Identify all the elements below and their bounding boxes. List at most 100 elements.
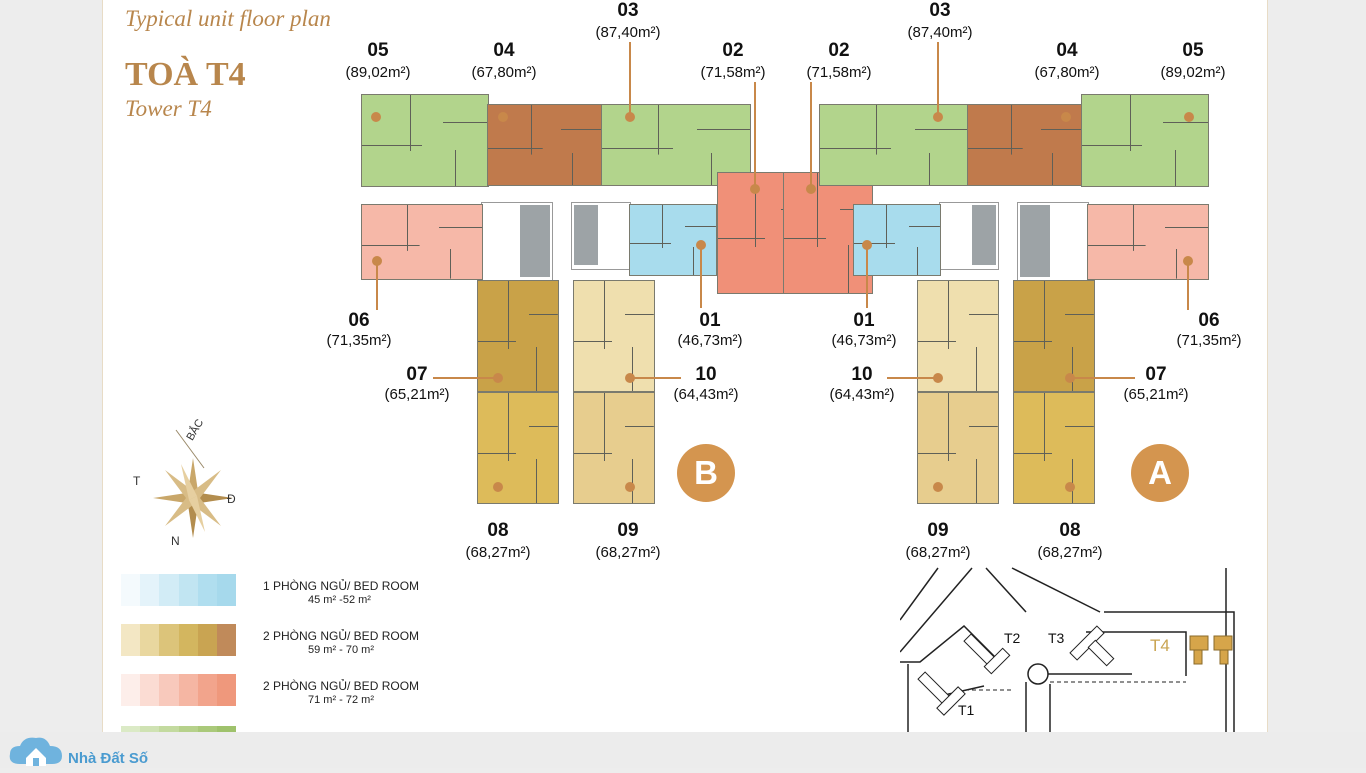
core-right [1017,202,1089,282]
legend-swatch-1br [121,574,237,606]
unit-03-a[interactable] [819,104,969,186]
unit-number-04-b: 04 [493,40,515,61]
page-title: TOÀ T4 [125,56,246,93]
footer-bar [0,732,1366,768]
wing-a-badge: A [1131,444,1189,502]
unit-09-a[interactable] [917,392,999,504]
marker-09-b [625,482,635,492]
unit-area-02-a: (71,58m²) [806,64,872,81]
leader-01-b [700,244,702,308]
marker-06-a [1183,256,1193,266]
unit-area-07-a: (65,21m²) [1123,386,1189,403]
unit-04-a[interactable] [967,104,1083,186]
unit-area-04-b: (67,80m²) [471,64,537,81]
legend-range-1br: 45 m² -52 m² [308,594,371,606]
marker-08-b [493,482,503,492]
unit-08-b[interactable] [477,392,559,504]
unit-number-07-b: 07 [406,364,428,385]
leader-03-a [937,42,939,116]
legend-label-2br-small: 2 PHÒNG NGỦ/ BED ROOM [263,629,420,643]
unit-area-09-b: (68,27m²) [595,544,661,561]
leader-02-b [754,82,756,188]
unit-number-09-b: 09 [617,520,639,541]
marker-07-b [493,373,503,383]
unit-area-08-b: (68,27m²) [465,544,531,561]
site-label-t1: T1 [958,702,975,718]
leader-01-a [866,244,868,308]
unit-06-a[interactable] [1087,204,1209,280]
marker-02-b [750,184,760,194]
unit-number-03-a: 03 [929,0,951,21]
watermark-logo [6,734,176,768]
unit-number-10-b: 10 [695,364,717,385]
watermark-text: Nhà Đất Số [68,750,149,767]
unit-area-05-b: (89,02m²) [345,64,411,81]
site-label-t2: T2 [1004,630,1021,646]
unit-number-06-b: 06 [348,310,370,331]
unit-area-03-a: (87,40m²) [907,24,973,41]
unit-10-b[interactable] [573,280,655,392]
unit-area-06-a: (71,35m²) [1176,332,1242,349]
legend-range-2br-large: 71 m² - 72 m² [308,694,375,706]
marker-06-b [372,256,382,266]
unit-number-01-b: 01 [699,310,721,331]
unit-09-b[interactable] [573,392,655,504]
subtitle: Typical unit floor plan [125,6,331,31]
unit-07-a[interactable] [1013,280,1095,392]
unit-number-06-a: 06 [1198,310,1220,331]
core-left-inner [571,202,631,270]
unit-number-03-b: 03 [617,0,639,21]
legend-label-2br-large: 2 PHÒNG NGỦ/ BED ROOM [263,679,420,693]
unit-area-04-a: (67,80m²) [1034,64,1100,81]
legend-range-2br-small: 59 m² - 70 m² [308,644,375,656]
unit-area-10-b: (64,43m²) [673,386,739,403]
marker-04-a [1061,112,1071,122]
unit-05-a[interactable] [1081,94,1209,187]
marker-09-a [933,482,943,492]
leader-06-b [376,260,378,310]
marker-08-a [1065,482,1075,492]
unit-number-04-a: 04 [1056,40,1078,61]
marker-05-a [1184,112,1194,122]
unit-area-06-b: (71,35m²) [326,332,392,349]
legend-swatch-2br-small [121,624,237,656]
site-label-t4: T4 [1150,636,1170,655]
compass-south-label: N [171,534,180,548]
unit-number-02-a: 02 [828,40,850,61]
marker-01-a [862,240,872,250]
core-left [481,202,553,282]
compass-rose: BẮC T Đ N [121,412,251,552]
leader-10-a [887,377,937,379]
unit-06-b[interactable] [361,204,483,280]
compass-west-label: T [133,474,141,488]
unit-area-02-b: (71,58m²) [700,64,766,81]
marker-10-b [625,373,635,383]
unit-10-a[interactable] [917,280,999,392]
legend-label-1br: 1 PHÒNG NGỦ/ BED ROOM [263,579,420,593]
unit-area-07-b: (65,21m²) [384,386,450,403]
wing-b-badge: B [677,444,735,502]
marker-02-a [806,184,816,194]
marker-03-b [625,112,635,122]
unit-number-01-a: 01 [853,310,875,331]
unit-area-03-b: (87,40m²) [595,24,661,41]
marker-01-b [696,240,706,250]
unit-07-b[interactable] [477,280,559,392]
compass-east-label: Đ [227,492,236,506]
unit-number-07-a: 07 [1145,364,1167,385]
unit-number-05-b: 05 [367,40,389,61]
unit-03-b[interactable] [601,104,751,186]
marker-03-a [933,112,943,122]
core-right-inner [939,202,999,270]
unit-08-a[interactable] [1013,392,1095,504]
unit-area-05-a: (89,02m²) [1160,64,1226,81]
tower-label: Tower T4 [125,96,212,121]
unit-number-08-b: 08 [487,520,509,541]
unit-area-09-a: (68,27m²) [905,544,971,561]
unit-05-b[interactable] [361,94,489,187]
site-plan: T1 T2 T3 T4 [899,566,1244,732]
unit-number-02-b: 02 [722,40,744,61]
unit-number-10-a: 10 [851,364,873,385]
leader-02-a [810,82,812,188]
marker-10-a [933,373,943,383]
